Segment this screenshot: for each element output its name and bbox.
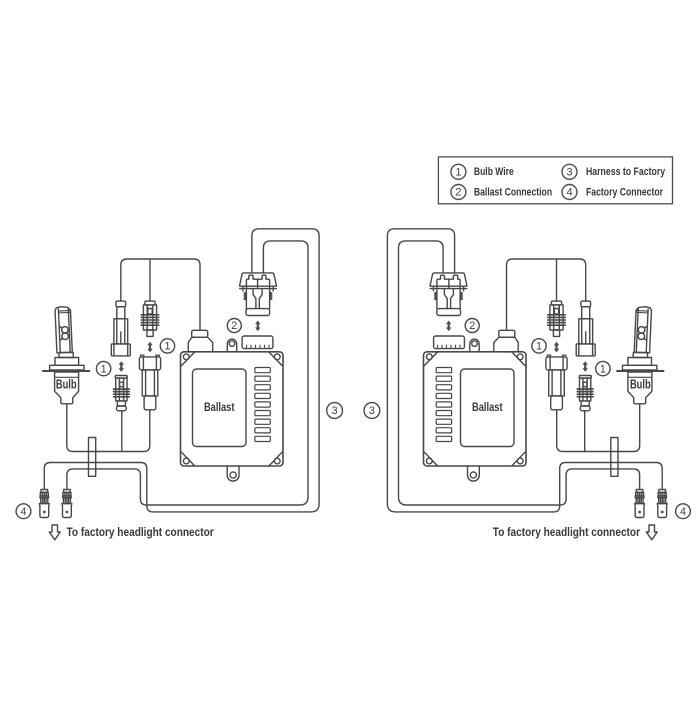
svg-text:Bulb: Bulb [630,378,651,392]
svg-text:Bulb Wire: Bulb Wire [474,166,514,178]
svg-text:1: 1 [164,341,170,353]
svg-text:Bulb: Bulb [56,378,77,392]
svg-text:Ballast: Ballast [472,402,503,414]
svg-text:3: 3 [332,405,338,417]
svg-text:Factory Connector: Factory Connector [586,186,664,198]
svg-text:3: 3 [369,405,375,417]
svg-text:4: 4 [20,506,26,518]
svg-text:Ballast Connection: Ballast Connection [474,186,552,198]
svg-text:Ballast: Ballast [204,402,235,414]
svg-text:To factory headlight connector: To factory headlight connector [493,527,641,539]
svg-text:3: 3 [566,167,572,179]
svg-text:To factory headlight connector: To factory headlight connector [67,527,215,539]
svg-text:4: 4 [566,187,572,199]
svg-text:2: 2 [455,187,461,199]
svg-text:2: 2 [231,320,237,332]
svg-text:1: 1 [101,363,107,375]
svg-text:4: 4 [680,506,686,518]
svg-text:1: 1 [455,167,461,179]
svg-text:2: 2 [469,320,475,332]
svg-text:1: 1 [536,341,542,353]
svg-text:Harness to Factory: Harness to Factory [586,166,666,178]
svg-text:1: 1 [600,363,606,375]
